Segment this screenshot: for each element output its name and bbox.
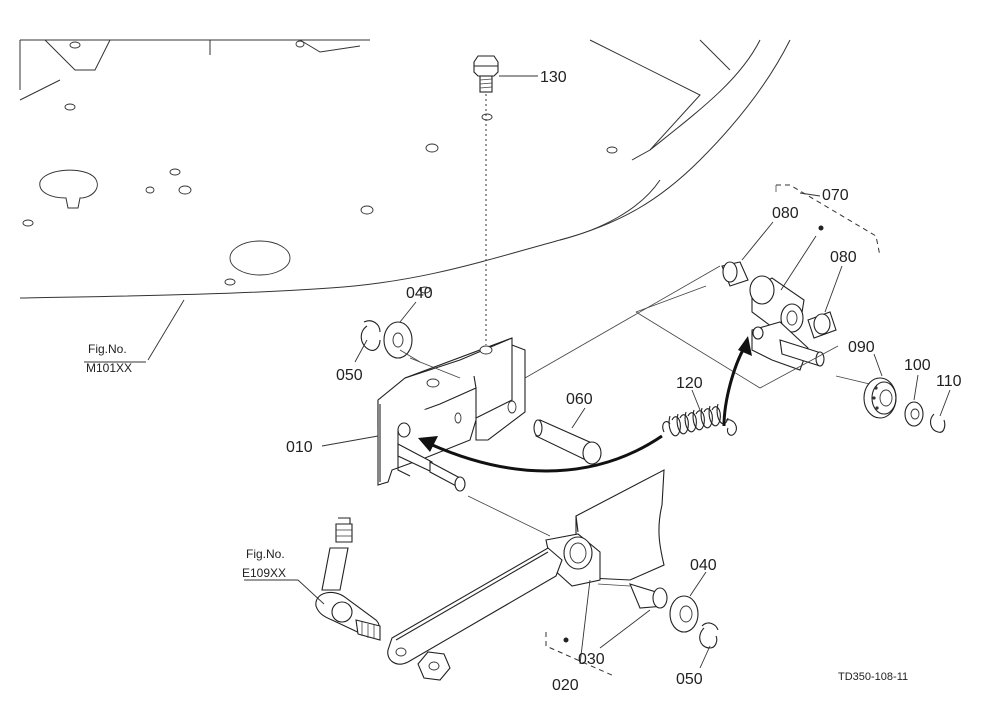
leader-lines — [84, 75, 951, 669]
callout-020: 020 — [552, 677, 579, 694]
washer-040-upper — [383, 321, 413, 359]
spring-hook-arrow-right — [722, 336, 752, 427]
rod-end-linkage — [315, 517, 451, 681]
bushing-030 — [629, 583, 668, 609]
figure-ref-m101-line2: M101XX — [86, 361, 132, 375]
spring-120 — [662, 403, 737, 437]
callout-130: 130 — [540, 69, 567, 86]
drawing-code: TD350-108-11 — [838, 671, 908, 683]
pivot-assembly-070 — [635, 184, 881, 389]
snap-ring-050-upper — [360, 320, 381, 351]
callout-040-lower: 040 — [690, 557, 717, 574]
callout-080-right: 080 — [830, 249, 857, 266]
pin-060 — [533, 419, 602, 465]
callout-110: 110 — [936, 373, 962, 390]
group-dot-070 — [818, 225, 824, 231]
callout-010: 010 — [286, 439, 313, 456]
callout-030: 030 — [578, 651, 605, 668]
callout-040-upper: 040 — [406, 285, 433, 302]
callout-070: 070 — [822, 187, 849, 204]
callout-050-lower: 050 — [676, 671, 703, 688]
callout-100: 100 — [904, 357, 931, 374]
floor-plate — [19, 39, 791, 299]
callout-090: 090 — [848, 339, 875, 356]
group-dot-020 — [563, 637, 569, 643]
bearing-090 — [863, 377, 897, 419]
callout-050-upper: 050 — [336, 367, 363, 384]
callouts: 130 070 080 080 090 100 110 120 040 050 … — [286, 69, 962, 694]
figure-ref-e109-line2: E109XX — [242, 566, 286, 580]
snap-ring-050-lower — [699, 622, 719, 649]
pedal-arm-020 — [387, 469, 665, 677]
callout-120: 120 — [676, 375, 703, 392]
bolt-130 — [473, 55, 499, 345]
washer-100 — [904, 401, 924, 427]
figure-ref-m101-line1: Fig.No. — [88, 342, 127, 356]
spring-hook-arrow-left — [418, 434, 663, 473]
snap-ring-110 — [929, 413, 946, 433]
figure-ref-e109-line1: Fig.No. — [246, 547, 285, 561]
figure-ref-e109: Fig.No. E109XX — [242, 547, 286, 580]
callout-060: 060 — [566, 391, 593, 408]
figure-ref-m101: Fig.No. M101XX — [86, 342, 132, 375]
washer-040-lower — [669, 595, 699, 633]
callout-080-left: 080 — [772, 205, 799, 222]
